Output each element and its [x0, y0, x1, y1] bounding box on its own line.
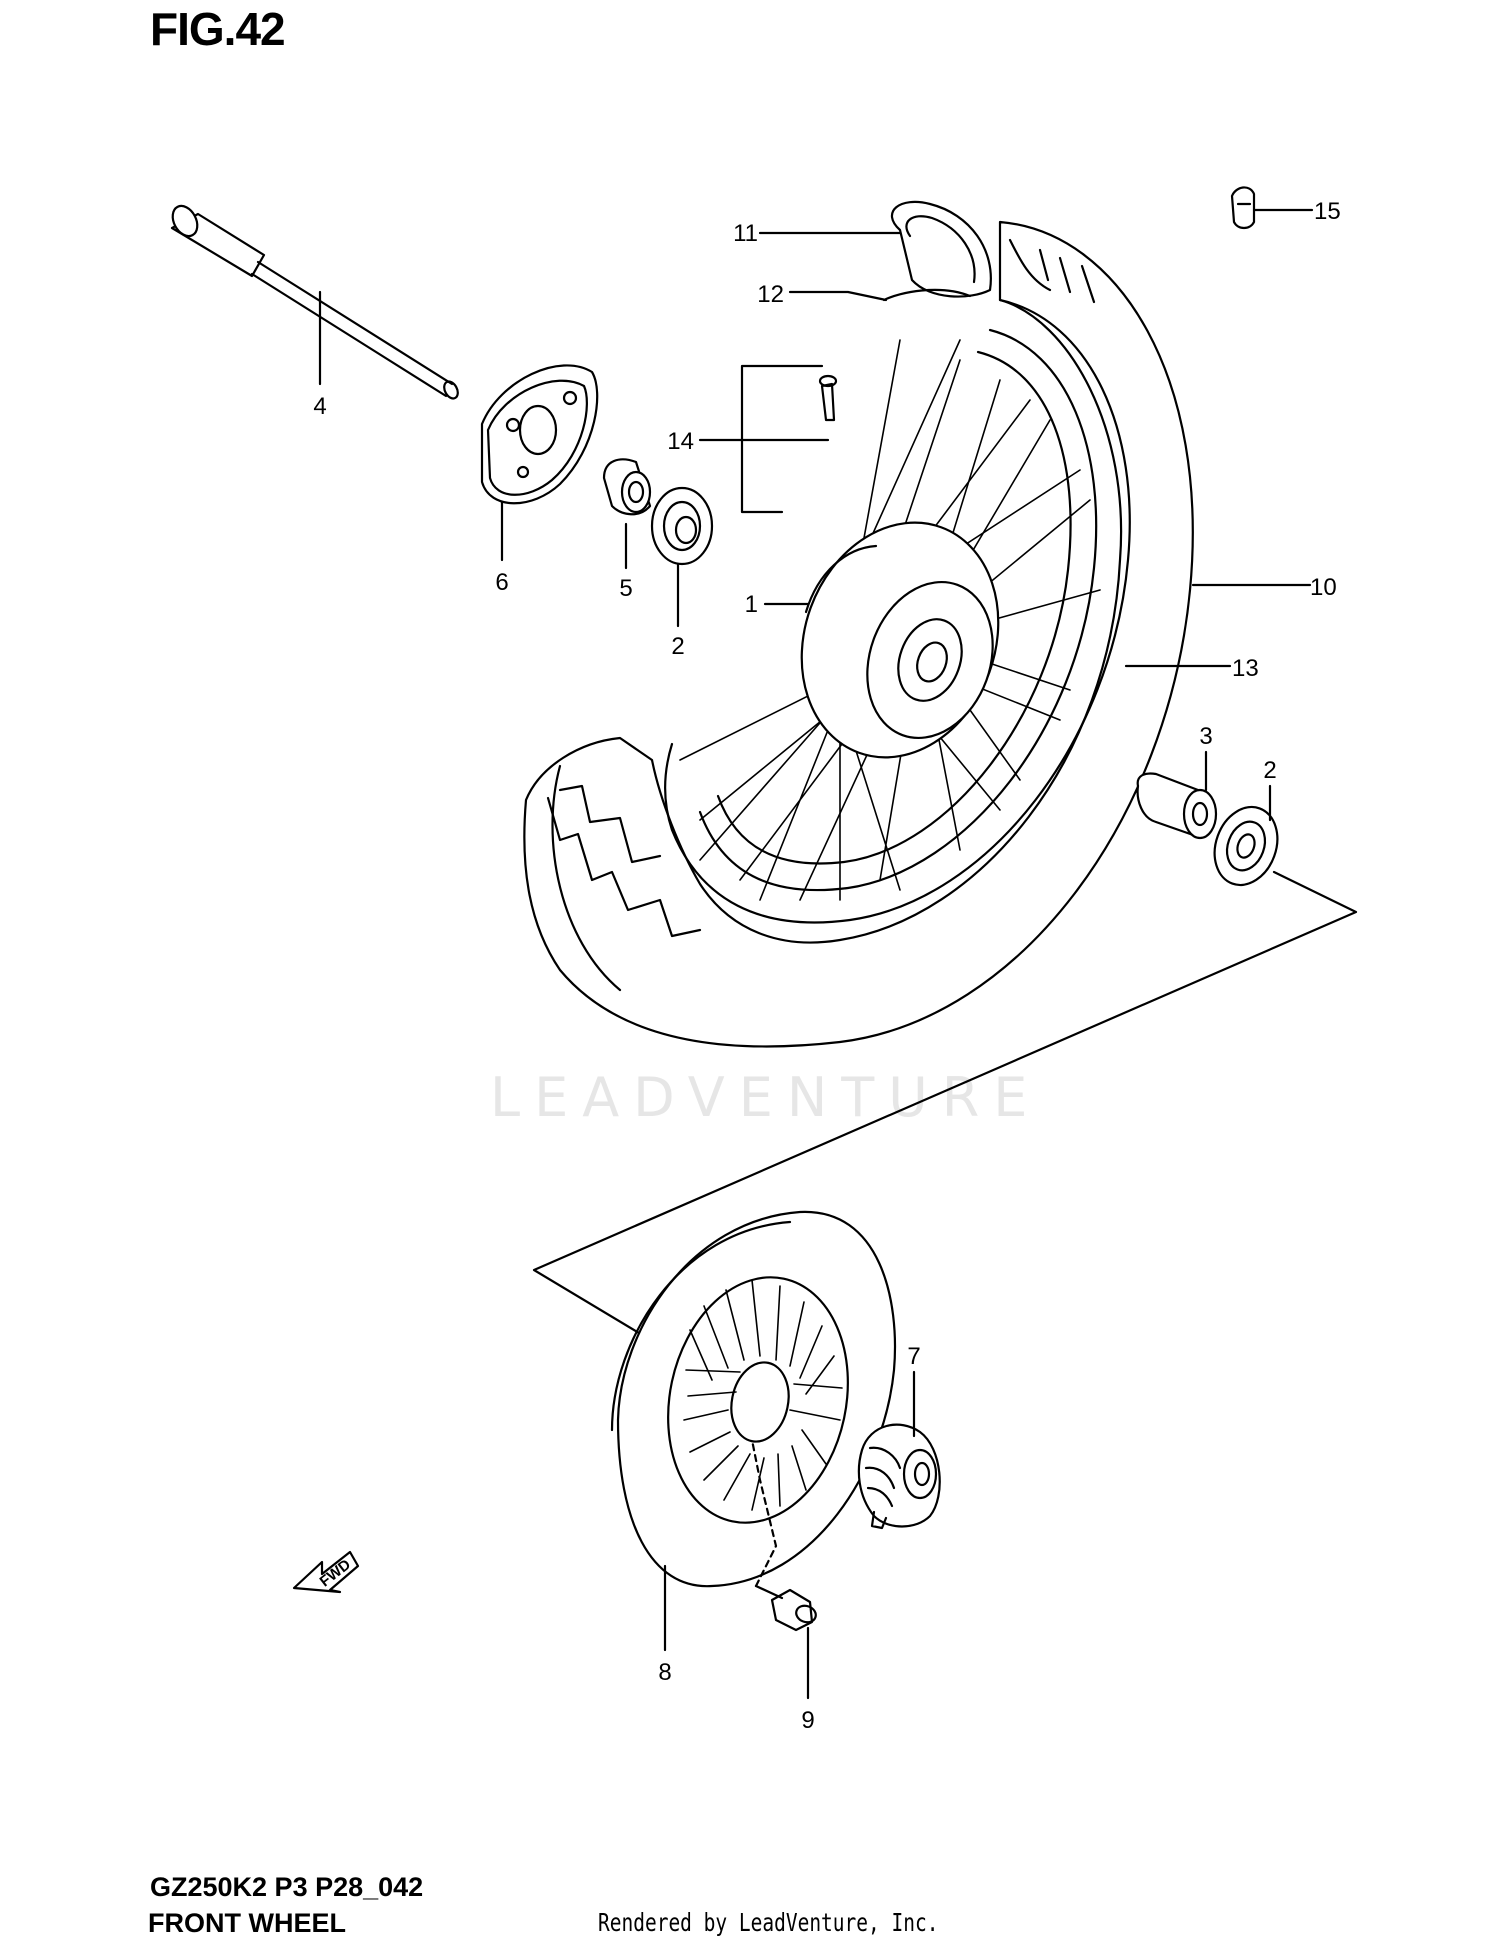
rim-part[interactable] [664, 298, 1131, 924]
model-code: GZ250K2 P3 P28_042 [150, 1872, 424, 1902]
brake-disc-pattern [683, 1279, 843, 1511]
spacer-part[interactable] [602, 458, 652, 516]
callout-2b: 2 [1263, 757, 1276, 784]
callout-15: 15 [1314, 198, 1341, 225]
callout-6: 6 [495, 569, 508, 596]
rim-band-part[interactable] [882, 288, 972, 302]
callout-5: 5 [619, 575, 632, 602]
speedometer-gearbox-part[interactable] [857, 1423, 941, 1530]
callout-11: 11 [733, 220, 758, 247]
leader-9 [754, 1584, 810, 1700]
fwd-arrow-icon [292, 1550, 360, 1594]
leader-14 [740, 364, 830, 514]
figure-number: FIG.42 [150, 3, 286, 55]
callout-9: 9 [801, 1707, 814, 1734]
leader-12 [788, 290, 888, 302]
callout-8: 8 [658, 1659, 671, 1686]
axle-part[interactable] [168, 202, 461, 401]
callout-12: 12 [757, 281, 784, 308]
assembly-outline [532, 870, 1358, 1338]
bearing-part-upper[interactable] [650, 486, 714, 566]
spokes-part[interactable] [679, 339, 1101, 901]
hub-cover-part[interactable] [480, 364, 599, 505]
leader-9-dashed [750, 1438, 778, 1588]
callout-14: 14 [667, 428, 694, 455]
tube-part[interactable] [890, 200, 992, 298]
spacer-part-right[interactable] [1136, 772, 1218, 840]
hub-part[interactable] [770, 495, 1031, 786]
callout-3: 3 [1199, 723, 1212, 750]
callout-13: 13 [1232, 655, 1259, 682]
callout-10: 10 [1310, 574, 1337, 601]
watermark: LEADVENTURE [490, 1066, 1042, 1129]
rendered-by-credit: Rendered by LeadVenture, Inc. [598, 1908, 939, 1937]
callout-7: 7 [907, 1343, 920, 1370]
bearing-part-lower[interactable] [1204, 798, 1288, 894]
brake-disc-part[interactable] [610, 1210, 897, 1588]
callout-1: 1 [745, 591, 758, 618]
valve-part[interactable] [1230, 186, 1256, 230]
disc-bolt-part[interactable] [770, 1588, 818, 1632]
spoke-nipple-part[interactable] [818, 374, 838, 422]
callout-2a: 2 [671, 633, 684, 660]
diagram-title: FRONT WHEEL [148, 1908, 346, 1938]
callout-4: 4 [313, 393, 326, 420]
